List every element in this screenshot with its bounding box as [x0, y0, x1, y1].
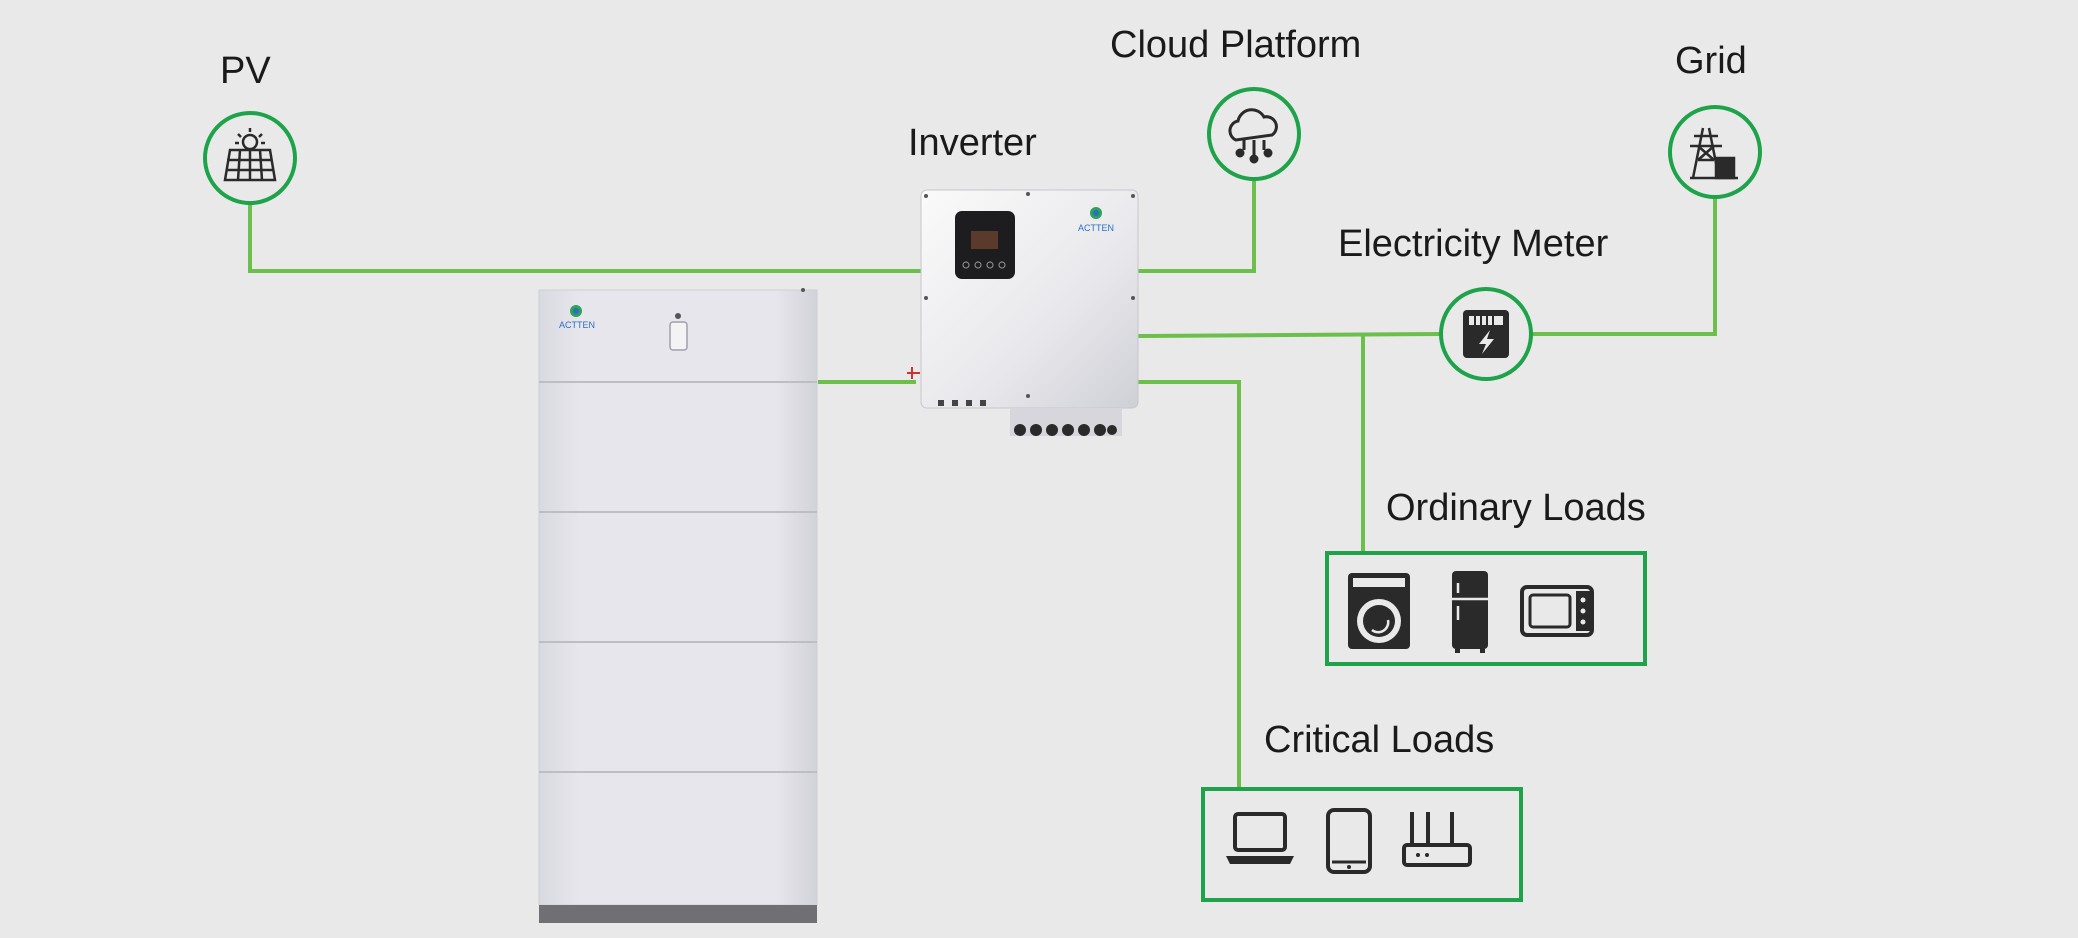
- meter-icon: [1463, 310, 1509, 358]
- inverter-label: Inverter: [908, 122, 1037, 164]
- grid-node: [1668, 105, 1762, 199]
- washing-machine-icon: [1348, 573, 1410, 649]
- power-tower-icon: [1690, 127, 1738, 180]
- refrigerator-icon: [1452, 571, 1488, 653]
- critical-loads-box: [1201, 787, 1523, 902]
- cloud-platform-node: [1207, 87, 1301, 181]
- connection-lines: [248, 181, 1717, 789]
- solar-panel-icon: [223, 128, 277, 182]
- ordinary-loads-label: Ordinary Loads: [1386, 487, 1646, 529]
- meter-to-grid-line: [1532, 198, 1717, 336]
- grid-label: Grid: [1675, 40, 1747, 82]
- battery-stack: ACTTEN: [538, 288, 818, 923]
- pv-label: PV: [220, 50, 271, 92]
- cloud-to-inverter-line: [1138, 181, 1256, 273]
- inverter-to-critical-loads-line: [1138, 380, 1241, 789]
- cloud-platform-label: Cloud Platform: [1110, 24, 1362, 66]
- inverter-to-meter-line: [1137, 332, 1442, 338]
- inverter-unit: ACTTEN: [907, 189, 1139, 436]
- ordinary-loads-box: [1325, 551, 1647, 666]
- pv-node: [203, 111, 297, 205]
- battery-brand-logo: ACTTEN: [559, 320, 595, 330]
- electricity-meter-node: [1439, 287, 1533, 381]
- pv-to-inverter-line: [248, 192, 922, 273]
- router-icon: [1402, 812, 1472, 867]
- laptop-icon: [1226, 812, 1294, 864]
- inverter-brand-logo: ACTTEN: [1078, 223, 1114, 233]
- electricity-meter-label: Electricity Meter: [1338, 223, 1609, 265]
- cloud-icon: [1228, 108, 1278, 164]
- microwave-icon: [1520, 585, 1594, 637]
- critical-loads-label: Critical Loads: [1264, 719, 1495, 761]
- smartphone-icon: [1326, 808, 1372, 874]
